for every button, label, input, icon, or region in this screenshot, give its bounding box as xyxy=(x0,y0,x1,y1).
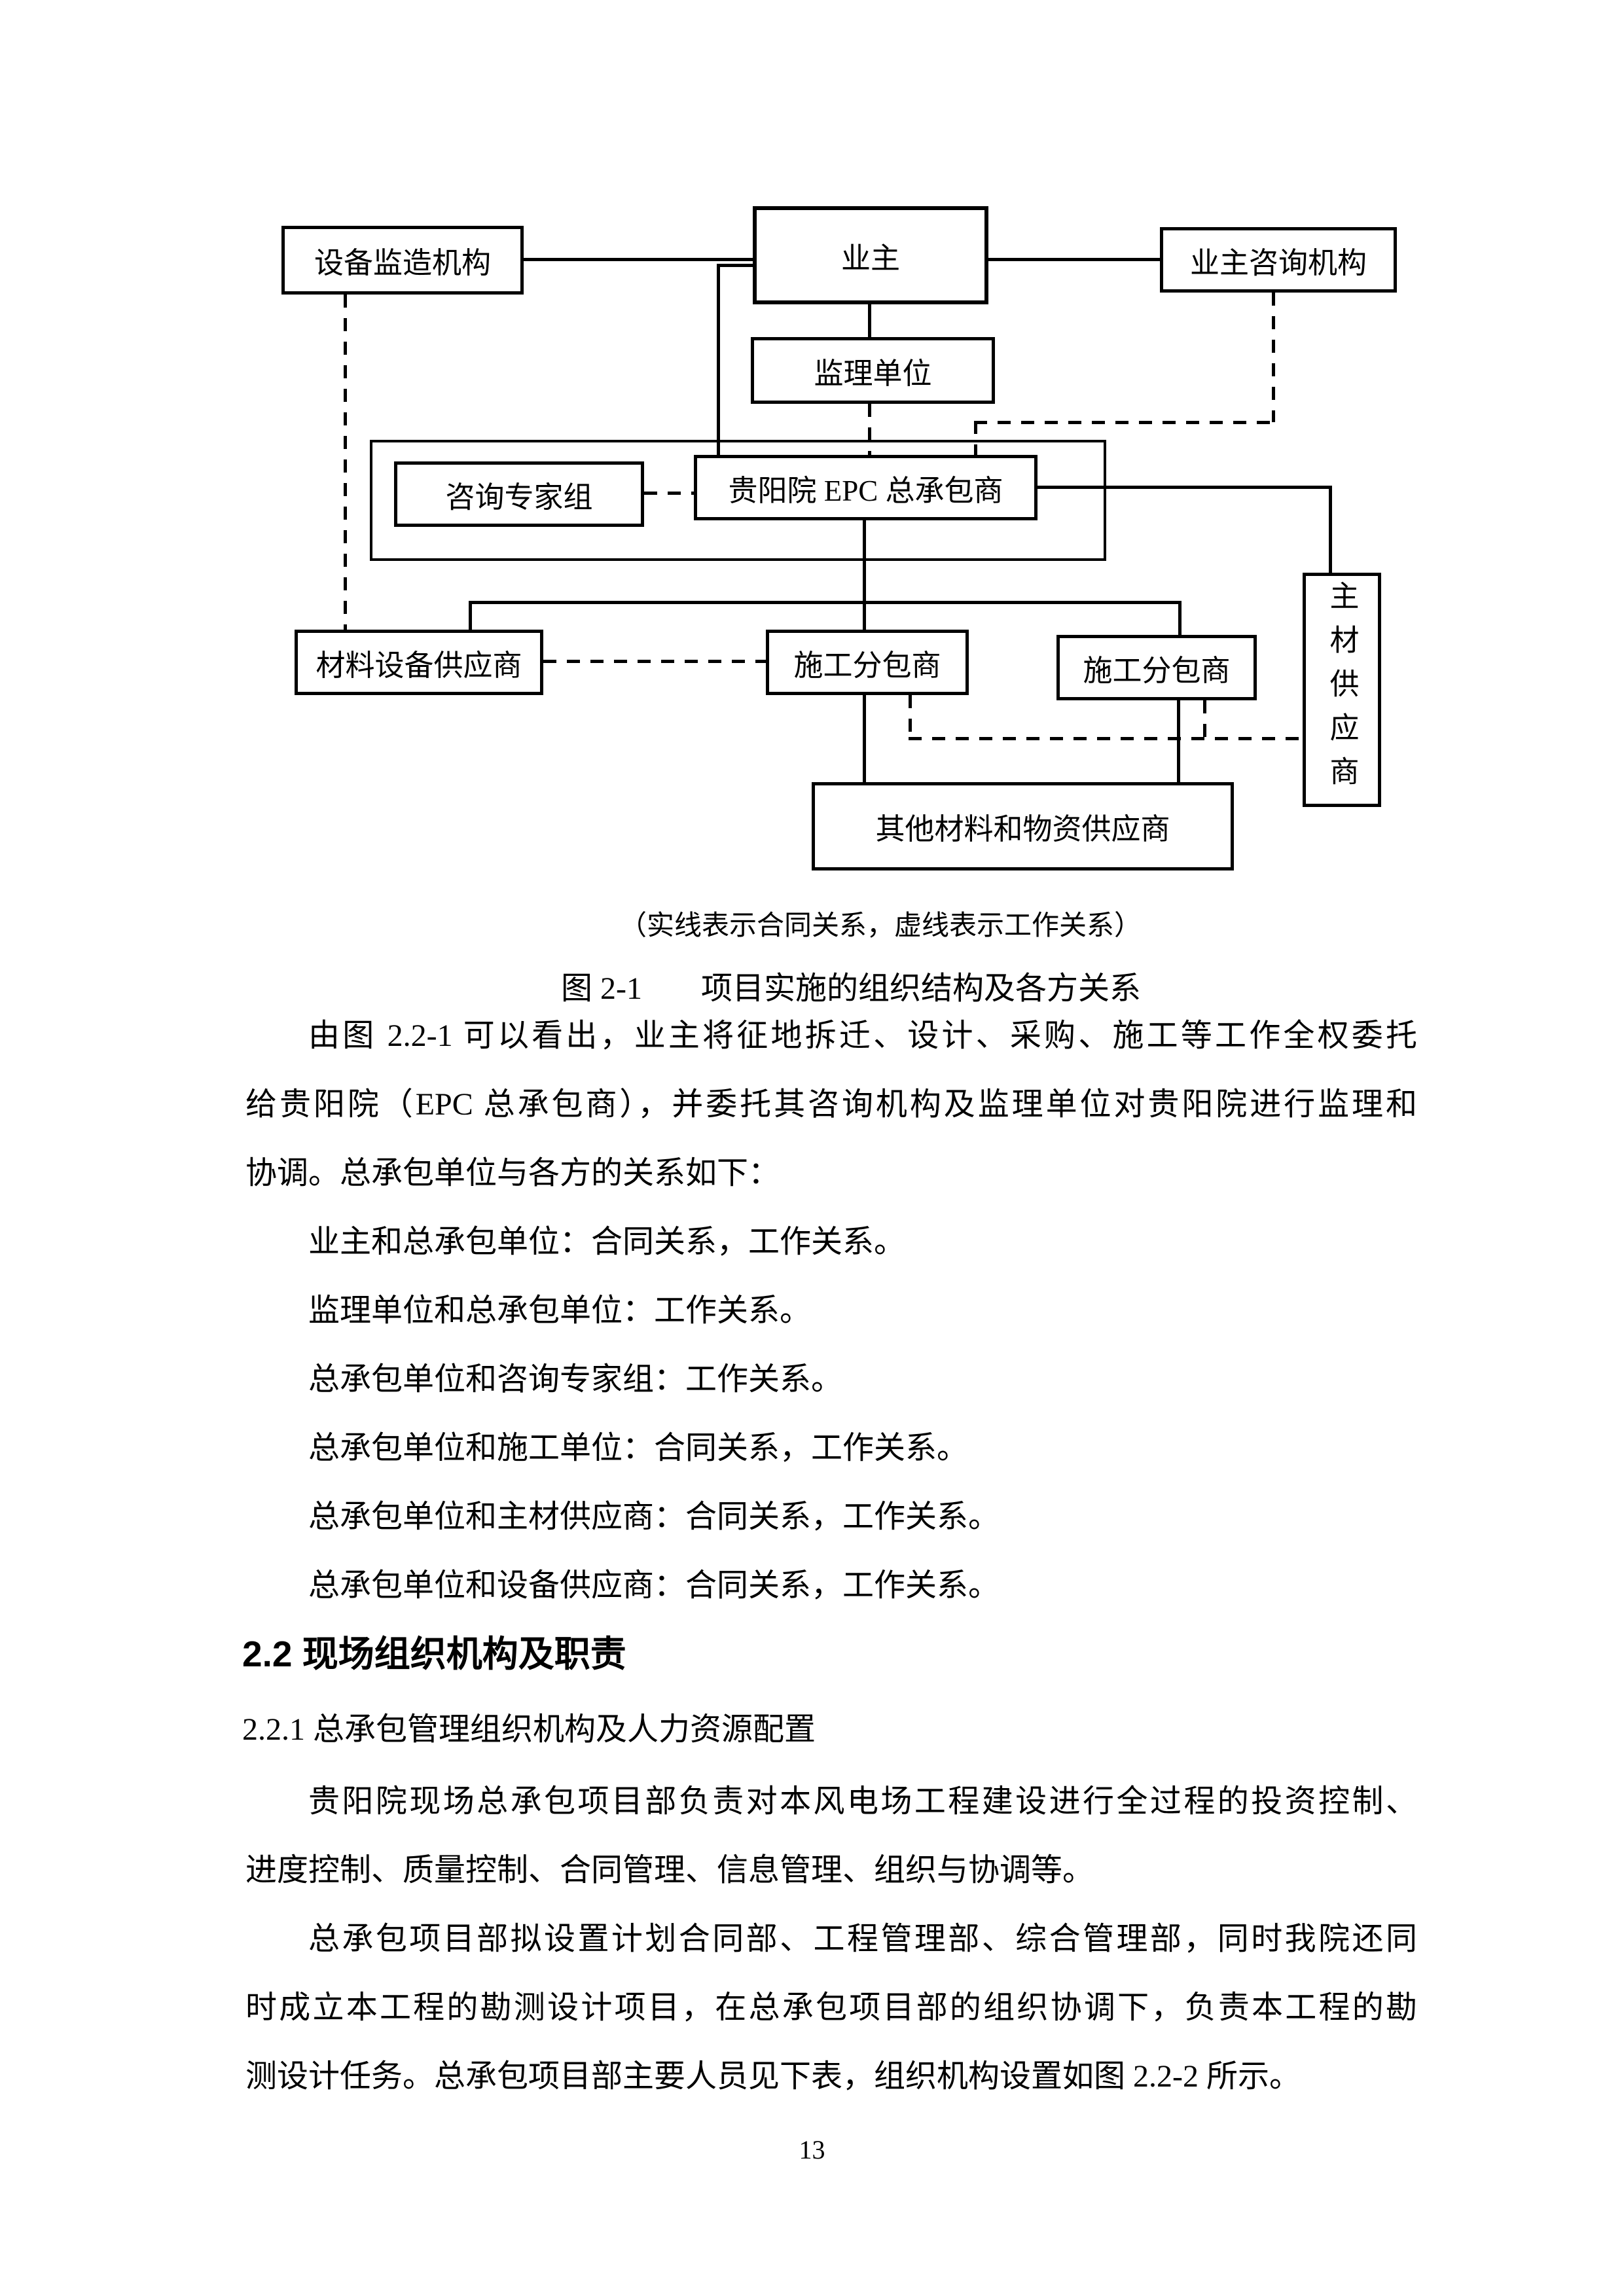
dash-consultant-across xyxy=(974,421,1275,424)
line-subA-othersupplier xyxy=(863,695,866,782)
dash-consultant-epc xyxy=(974,421,977,455)
line-drop-material-supplier xyxy=(469,601,472,630)
box-expert-group: 咨询专家组 xyxy=(394,461,644,527)
relation-epc-expertgroup: 总承包单位和咨询专家组：工作关系。 xyxy=(308,1362,843,1397)
line-epc-mainmaterial-v xyxy=(1329,486,1332,573)
para2-line2: 进度控制、质量控制、合同管理、信息管理、组织与协调等。 xyxy=(245,1853,1094,1888)
line-epc-mainmaterial-h xyxy=(1038,486,1329,489)
line-owner-supervision xyxy=(868,304,871,337)
figure-caption: 图 2-1 项目实施的组织结构及各方关系 xyxy=(245,967,1417,1011)
line-epc-distribution xyxy=(469,601,1182,604)
dash-materialsupplier-subA xyxy=(543,660,766,663)
figure-title: 项目实施的组织结构及各方关系 xyxy=(700,971,1141,1006)
line-subB-othersupplier xyxy=(1177,700,1180,782)
dash-equipsup-materialsupplier xyxy=(344,295,347,630)
paragraph-3: 总承包项目部拟设置计划合同部、工程管理部、综合管理部，同时我院还同 时成立本工程… xyxy=(245,1905,1417,2111)
figure-legend-note: （实线表示合同关系，虚线表示工作关系） xyxy=(619,911,1142,941)
line-owner-epc-jog xyxy=(717,264,753,267)
para3-line2: 时成立本工程的勘测设计项目，在总承包项目部的组织协调下，负责本工程的勘 xyxy=(245,1990,1417,2025)
para1-line3: 协调。总承包单位与各方的关系如下： xyxy=(245,1156,780,1191)
para3-line3: 测设计任务。总承包项目部主要人员见下表，组织机构设置如图 2.2-2 所示。 xyxy=(245,2059,1301,2094)
section-heading-2-2-1: 2.2.1 总承包管理组织机构及人力资源配置 xyxy=(242,1712,816,1747)
para2-line1: 贵阳院现场总承包项目部负责对本风电场工程建设进行全过程的投资控制、 xyxy=(308,1784,1417,1819)
paragraph-1: 由图 2.2-1 可以看出，业主将征地拆迁、设计、采购、施工等工作全权委托 给贵… xyxy=(245,1001,1417,1208)
box-owner: 业主 xyxy=(753,206,988,304)
para1-line2: 给贵阳院（EPC 总承包商），并委托其咨询机构及监理单位对贵阳院进行监理和 xyxy=(245,1087,1417,1122)
box-equipment-supervision: 设备监造机构 xyxy=(281,226,524,295)
line-owner-epc xyxy=(717,264,720,455)
figure-label: 图 2-1 xyxy=(560,971,642,1006)
dash-consultant-down xyxy=(1272,293,1275,422)
box-material-equipment-supplier: 材料设备供应商 xyxy=(295,630,543,695)
relation-epc-equipment: 总承包单位和设备供应商：合同关系，工作关系。 xyxy=(308,1568,1000,1603)
dash-subB-down xyxy=(1203,700,1206,738)
epc-group-container xyxy=(370,440,1106,561)
relation-epc-construction: 总承包单位和施工单位：合同关系，工作关系。 xyxy=(308,1431,969,1465)
para1-line1: 由图 2.2-1 可以看出，业主将征地拆迁、设计、采购、施工等工作全权委托 xyxy=(308,1018,1417,1053)
org-chart-figure: 设备监造机构 业主 业主咨询机构 监理单位 咨询专家组 贵阳院 EPC 总承包商… xyxy=(0,0,1624,916)
box-supervision-unit: 监理单位 xyxy=(751,337,995,404)
box-construction-subcontractor-a: 施工分包商 xyxy=(766,630,969,695)
line-owner-consultant xyxy=(988,258,1160,261)
section-heading-2-2: 2.2 现场组织机构及职责 xyxy=(242,1634,626,1674)
relation-epc-mainmaterial: 总承包单位和主材供应商：合同关系，工作关系。 xyxy=(308,1499,1000,1534)
paragraph-2: 贵阳院现场总承包项目部负责对本风电场工程建设进行全过程的投资控制、 进度控制、质… xyxy=(245,1767,1417,1905)
relations-list: 业主和总承包单位：合同关系，工作关系。 监理单位和总承包单位：工作关系。 总承包… xyxy=(245,1208,1417,1620)
dash-subs-mainmaterial xyxy=(909,737,1303,740)
box-construction-subcontractor-b: 施工分包商 xyxy=(1056,635,1257,700)
line-equipsup-owner xyxy=(524,258,753,261)
relation-owner-epc: 业主和总承包单位：合同关系，工作关系。 xyxy=(308,1225,906,1259)
main-material-supplier-label: 主材供应商 xyxy=(1325,580,1358,800)
box-epc-contractor: 贵阳院 EPC 总承包商 xyxy=(694,455,1038,520)
line-drop-subcontractor-b xyxy=(1178,601,1182,635)
dash-supervision-epc xyxy=(868,404,871,455)
relation-supervision-epc: 监理单位和总承包单位：工作关系。 xyxy=(308,1293,812,1328)
para3-line1: 总承包项目部拟设置计划合同部、工程管理部、综合管理部，同时我院还同 xyxy=(308,1922,1417,1956)
dash-subA-down xyxy=(909,695,912,738)
dash-expertgroup-epc xyxy=(644,492,694,495)
line-epc-subcontractor-a xyxy=(863,520,866,630)
page-number: 13 xyxy=(799,2135,825,2164)
box-main-material-supplier: 主材供应商 xyxy=(1303,573,1381,807)
box-owner-consultant: 业主咨询机构 xyxy=(1160,227,1397,293)
box-other-material-supplier: 其他材料和物资供应商 xyxy=(812,782,1234,870)
